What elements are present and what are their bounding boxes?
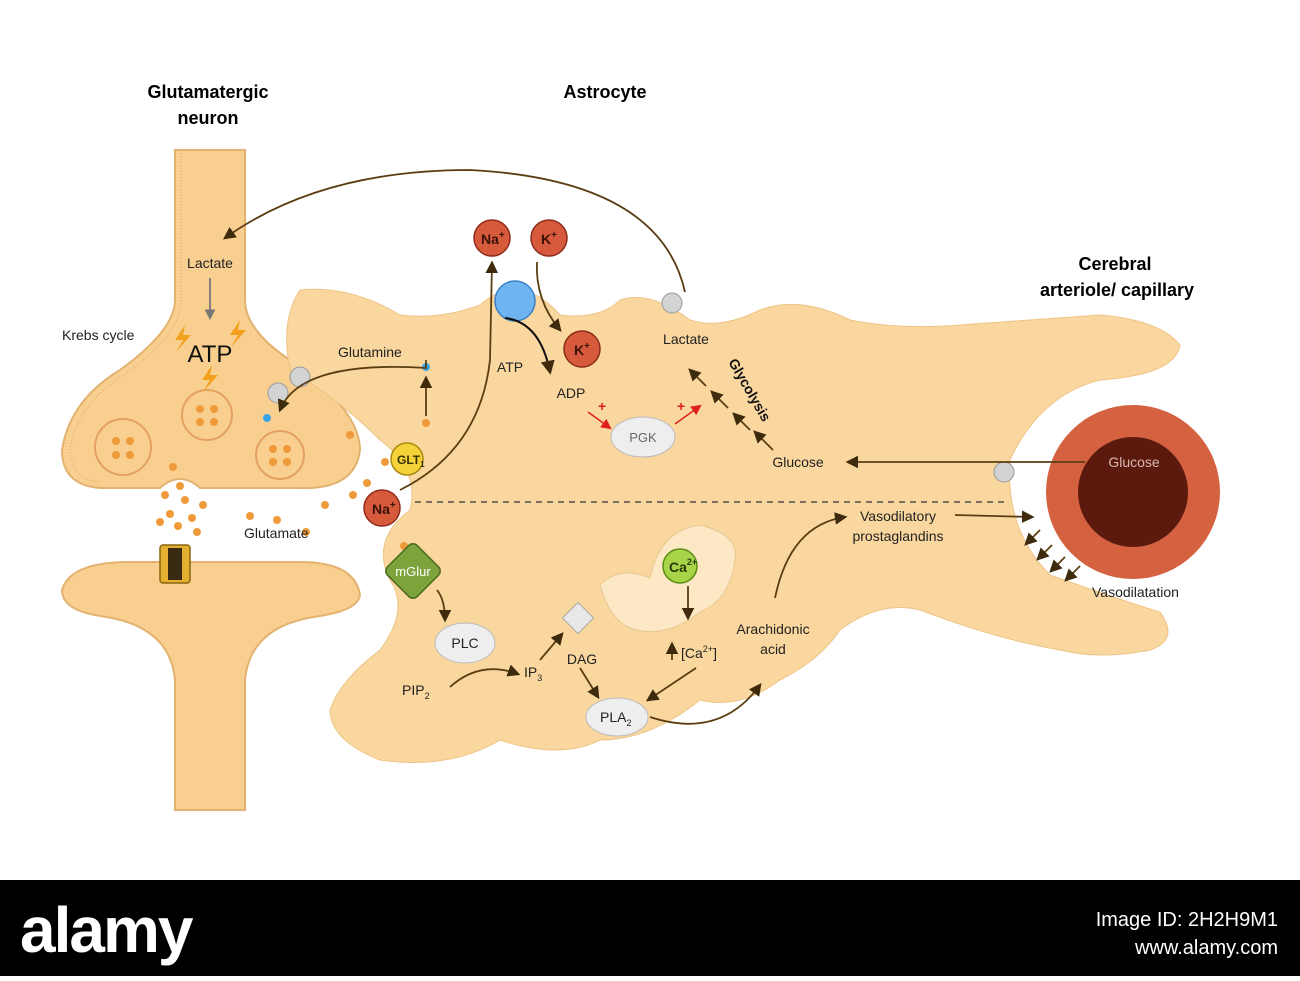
glycolysis-arrow [732, 412, 751, 431]
glutamine-transport-arrow [277, 360, 427, 413]
na-efflux-arrow [399, 260, 499, 491]
arachidonic-to-prostaglandin-arrow [774, 512, 848, 599]
vessel-title-line2: arteriole/ capillary [1040, 280, 1194, 300]
krebs-cycle-label: Krebs cycle [62, 327, 135, 343]
glutamate-molecule [422, 419, 430, 427]
pip2-to-ip3-arrow [449, 664, 521, 688]
astrocyte-title: Astrocyte [563, 82, 646, 102]
pgk-label: PGK [629, 430, 657, 445]
postsynaptic-receptor-icon [159, 544, 191, 584]
dag-label: DAG [567, 651, 597, 667]
dag-to-pla2-arrow [579, 667, 600, 700]
k-ion-inside [563, 330, 601, 368]
glucose-transporter-icon [993, 461, 1015, 483]
plus-sign-left: + [598, 398, 606, 414]
glutamate-molecules [156, 431, 389, 536]
na-ion-top [473, 219, 511, 257]
vasodilatation-arrow [1036, 544, 1053, 561]
k-influx-arrow [535, 261, 562, 332]
postsynaptic-neuron [60, 561, 362, 811]
synaptic-vesicle [181, 389, 233, 441]
astrocyte-body [286, 288, 1181, 763]
vasodilatory-label-line2: prostaglandins [852, 528, 943, 544]
adp-label: ADP [557, 385, 586, 401]
neuron-title-line2: neuron [178, 108, 239, 128]
mglur-label: mGlur [395, 564, 431, 579]
pla2-to-arachidonic-arrow [649, 682, 762, 725]
k-inside-label: K+ [574, 341, 590, 358]
vasodilatation-arrow [1049, 556, 1066, 573]
lactate-transporter-icon [661, 292, 683, 314]
synaptic-vesicle [255, 430, 305, 480]
atp-small-label: ATP [497, 359, 523, 375]
ip3-to-receptor-arrow [539, 632, 564, 661]
vasodilatation-arrow [1064, 565, 1081, 582]
vessel-lumen [1078, 437, 1188, 547]
prostaglandin-to-vessel-arrow [954, 510, 1035, 524]
vasodilatory-label-line1: Vasodilatory [860, 508, 936, 524]
footer-bar: alamy Image ID: 2H2H9M1 www.alamy.com [0, 880, 1300, 976]
lightning-bolt-icon [175, 325, 191, 352]
ca-conc-label: [Ca2+] [681, 644, 717, 661]
astrocyte-neurovascular-diagram: Glutamatergic neuron Astrocyte Cerebral … [60, 82, 1220, 811]
glt1-transporter [390, 442, 424, 476]
k-ion-top [530, 219, 568, 257]
glucose-astro-label: Glucose [772, 454, 824, 470]
lightning-bolt-icon [230, 320, 246, 347]
glt1-label: GLT1 [397, 453, 425, 469]
pgk-output-arrow [674, 404, 702, 425]
glutamine-label: Glutamine [338, 344, 402, 360]
synaptic-vesicle [94, 418, 152, 476]
na-top-label: Na+ [481, 230, 505, 247]
presynaptic-neuron-inner-edge [69, 150, 182, 483]
arachidonic-label-line2: acid [760, 641, 786, 657]
plc-enzyme [434, 622, 496, 664]
pla2-label: PLA2 [600, 709, 631, 728]
k-top-label: K+ [541, 230, 557, 247]
ca-to-pla2-arrow [645, 667, 697, 702]
arachidonic-label-line1: Arachidonic [736, 621, 809, 637]
neuron-title-line1: Glutamatergic [147, 82, 268, 102]
glutamine-molecule [263, 414, 271, 422]
glycolysis-arrow [753, 430, 774, 451]
lightning-bolt-icon [202, 365, 218, 392]
pgk-enzyme [610, 416, 676, 458]
ip3-label: IP3 [524, 664, 542, 683]
lactate-astro-label: Lactate [663, 331, 709, 347]
atp-big-label: ATP [188, 341, 233, 368]
na-ion-bottom [363, 489, 401, 527]
footer-url: www.alamy.com [1134, 937, 1278, 959]
glutamate-label: Glutamate [244, 525, 309, 541]
vasodilatation-arrow [1024, 529, 1041, 546]
footer-brand-logo: alamy [20, 894, 194, 966]
ca-label: Ca2+ [669, 557, 697, 575]
atp-hydrolysis-arrow [504, 317, 555, 375]
adp-to-pgk-arrow [587, 411, 612, 430]
lactate-shuttle-arrow [222, 169, 686, 293]
ip3-receptor-icon [561, 601, 595, 635]
vasodilatation-label: Vasodilatation [1092, 584, 1179, 600]
na-bottom-label: Na+ [372, 500, 396, 517]
footer-content: alamy Image ID: 2H2H9M1 www.alamy.com [20, 894, 1278, 966]
footer-image-id: Image ID: 2H2H9M1 [1096, 909, 1278, 931]
glutamine-transporter-icon [289, 366, 311, 388]
ca-ion [662, 548, 698, 584]
lactate-neuron-label: Lactate [187, 255, 233, 271]
mglur-to-plc-arrow [436, 589, 452, 623]
pip2-label: PIP2 [402, 682, 430, 701]
na-k-atpase-pump-icon [494, 280, 536, 322]
vessel-title-line1: Cerebral [1078, 254, 1151, 274]
glycolysis-arrow [688, 368, 707, 387]
plus-sign-right: + [677, 398, 685, 414]
glycolysis-arrow [710, 390, 729, 409]
mglur-receptor [385, 543, 441, 599]
plc-label: PLC [451, 635, 478, 651]
pla2-enzyme [585, 697, 649, 737]
glucose-vessel-label: Glucose [1108, 454, 1160, 470]
